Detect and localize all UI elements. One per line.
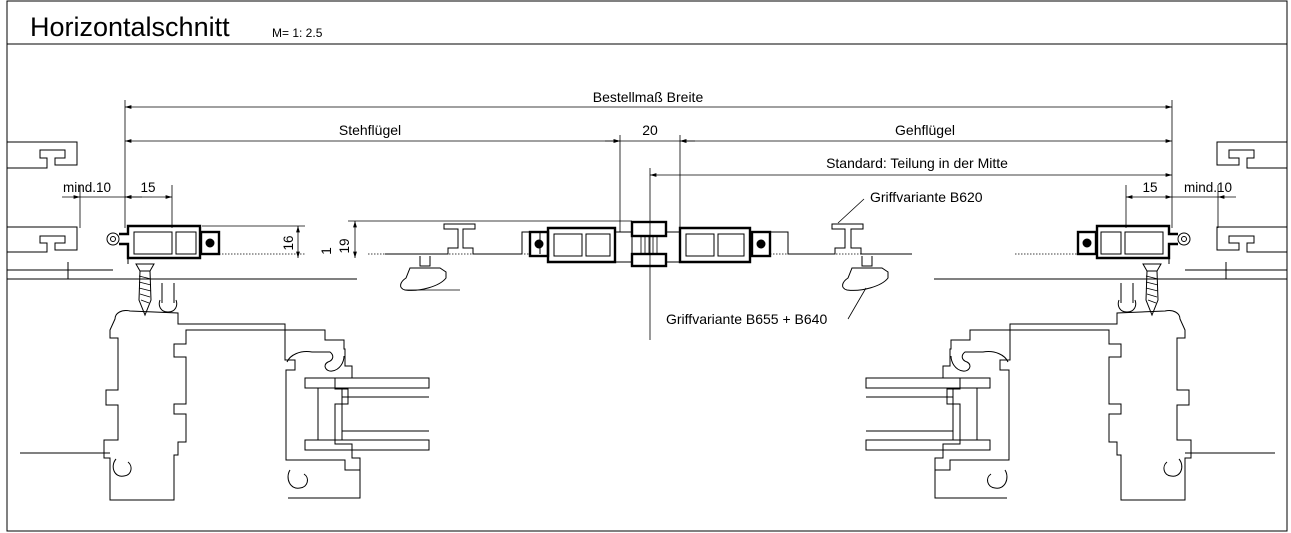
right-lower-frame <box>865 283 1275 501</box>
left-wall-profiles <box>7 141 78 279</box>
dim-min-right: mind.10 <box>1184 180 1232 195</box>
dim-small-1: 1 <box>319 247 334 255</box>
left-hinge-profile <box>106 224 305 317</box>
handle-leaders <box>837 198 867 320</box>
dim-overall-width: Bestellmaß Breite <box>593 89 704 105</box>
dimension-lines: Bestellmaß Breite Stehflügel 20 Gehflüge… <box>62 89 1236 340</box>
title-text: Horizontalschnitt <box>30 12 230 42</box>
right-hinge-profile <box>1015 224 1191 317</box>
left-lower-frame <box>20 283 430 501</box>
handle-knobs <box>400 256 889 291</box>
dim-height-19: 19 <box>337 238 352 253</box>
handle-b620-label: Griffvariante B620 <box>870 189 983 205</box>
scale-text: M= 1: 2.5 <box>272 26 323 40</box>
dim-height-16: 16 <box>281 235 296 250</box>
floor-line <box>7 269 1287 280</box>
title-block: Horizontalschnitt M= 1: 2.5 <box>6 0 1288 532</box>
dim-min-left: mind.10 <box>63 180 111 195</box>
handle-b655-b640-label: Griffvariante B655 + B640 <box>666 311 827 327</box>
center-profiles <box>368 220 912 268</box>
dim-offset-right: 15 <box>1142 180 1157 195</box>
dim-gap: 20 <box>642 122 658 138</box>
right-wall-profiles <box>1216 141 1287 279</box>
dim-active-leaf: Gehflügel <box>895 122 955 138</box>
dim-division: Standard: Teilung in der Mitte <box>826 155 1008 171</box>
dim-offset-left: 15 <box>140 180 155 195</box>
dim-fixed-leaf: Stehflügel <box>339 122 401 138</box>
